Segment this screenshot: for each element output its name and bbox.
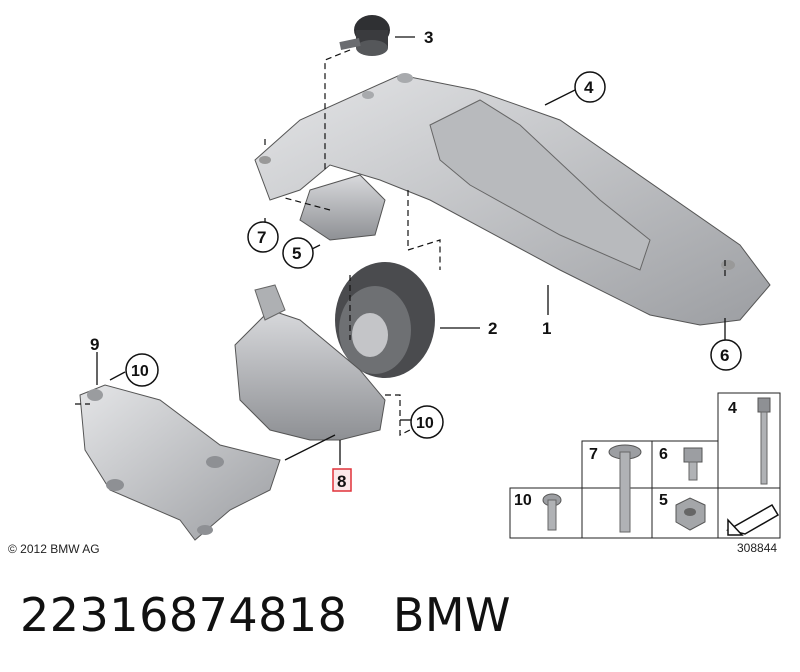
callout-6: 6 — [720, 346, 729, 365]
callout-7-circle — [247, 221, 279, 253]
part-number: 22316874818 — [20, 588, 348, 642]
callout-8: 8 — [337, 472, 346, 491]
table-label-5: 5 — [659, 492, 668, 509]
screw-icon-10 — [542, 493, 562, 531]
callout-4-circle — [574, 71, 606, 103]
table-label-6: 6 — [659, 446, 668, 463]
callout-7: 7 — [257, 228, 266, 247]
callout-8-highlight — [332, 468, 352, 492]
callout-2: 2 — [488, 319, 497, 338]
callout-10b: 10 — [416, 415, 434, 432]
copyright-text: © 2012 BMW AG — [8, 542, 100, 556]
arrow-icon — [725, 503, 780, 536]
rubber-mount-part-2 — [335, 262, 435, 378]
mount-part-9 — [79, 384, 281, 541]
bolt-icon-7 — [608, 444, 642, 533]
callout-10b-circle — [410, 405, 444, 439]
bolt-icon-6 — [683, 447, 703, 481]
bolt-icon-4 — [757, 397, 771, 485]
diagram-number: 308844 — [737, 541, 778, 555]
leader-lines — [96, 36, 726, 465]
clamp-part-5 — [299, 174, 386, 241]
table-label-7: 7 — [589, 446, 598, 463]
callout-3: 3 — [424, 28, 433, 47]
exploded-parts-diagram: 3 4 7 5 2 1 6 9 10 10 8 4 7 6 10 5 — [75, 15, 781, 541]
callout-9: 9 — [90, 335, 99, 354]
parts-table — [509, 392, 781, 539]
parts-table-labels: 4 7 6 10 5 — [514, 400, 737, 509]
callout-5-circle — [282, 237, 314, 269]
callout-1: 1 — [542, 319, 551, 338]
bracket-part-1 — [254, 73, 771, 326]
callout-6-circle — [710, 339, 742, 371]
callout-10a-circle — [125, 353, 159, 387]
part-caption: 22316874818 BMW — [20, 588, 511, 642]
assembly-lines — [75, 49, 726, 436]
table-label-4: 4 — [728, 400, 737, 417]
callout-10a: 10 — [131, 363, 149, 380]
callout-5: 5 — [292, 244, 301, 263]
nut-icon-5 — [675, 497, 706, 531]
buffer-part-3 — [339, 15, 390, 56]
holder-part-8 — [234, 284, 386, 441]
callout-4: 4 — [584, 78, 594, 97]
table-label-10: 10 — [514, 492, 532, 509]
brand-name: BMW — [392, 588, 512, 642]
